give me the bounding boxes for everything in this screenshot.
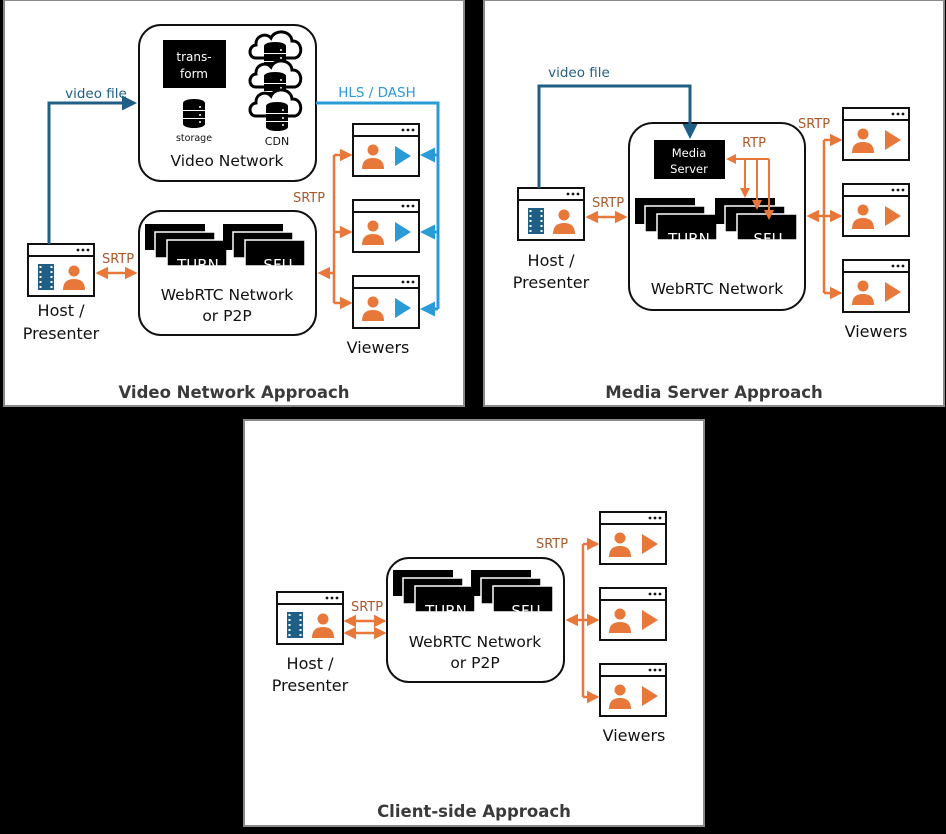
viewer-srtp-label: SRTP <box>798 117 830 132</box>
rtp-label: RTP <box>742 136 766 151</box>
host-label-2: Presenter <box>23 324 100 343</box>
viewer-2 <box>599 587 667 641</box>
host-srtp-label: SRTP <box>351 600 383 615</box>
media-server-label-1: Media <box>672 146 707 160</box>
sfu-label: SFU <box>263 256 292 274</box>
host-presenter-icon <box>517 187 585 241</box>
video-file-label: video file <box>65 86 127 102</box>
hls-dash-edge <box>316 101 440 309</box>
viewer-3 <box>842 259 910 313</box>
viewer-3 <box>599 663 667 717</box>
viewer-1 <box>352 123 420 177</box>
panel-client-side: TURN SFU WebRTC Network or P2P Host / Pr… <box>243 419 705 827</box>
panel-title: Media Server Approach <box>605 383 823 402</box>
sfu-label: SFU <box>511 602 540 620</box>
webrtc-label-2: or P2P <box>450 654 499 672</box>
cdn-label: CDN <box>265 135 289 148</box>
viewer-2 <box>352 199 420 253</box>
transform-label-1: trans- <box>176 50 211 64</box>
viewers-label: Viewers <box>603 726 666 745</box>
cdn-icon <box>248 30 303 131</box>
transform-label-2: form <box>180 67 208 81</box>
host-srtp-label: SRTP <box>102 252 134 267</box>
viewers-label: Viewers <box>347 338 410 357</box>
host-presenter-icon <box>27 243 95 297</box>
video-file-label: video file <box>548 65 610 81</box>
media-server-label-2: Server <box>670 162 708 176</box>
host-label-1: Host / <box>287 654 335 673</box>
webrtc-label-1: WebRTC Network <box>409 633 541 651</box>
viewer-3 <box>352 275 420 329</box>
panel-title: Client-side Approach <box>377 802 571 821</box>
video-file-edge <box>47 95 137 244</box>
webrtc-label-1: WebRTC Network <box>651 280 783 298</box>
host-label-2: Presenter <box>513 273 590 292</box>
viewers-label: Viewers <box>845 322 908 341</box>
panel-video-network: trans- form storage CDN Video Network TU… <box>3 0 465 407</box>
panel-title: Video Network Approach <box>118 383 349 402</box>
viewer-1 <box>599 511 667 565</box>
hls-dash-label: HLS / DASH <box>338 85 416 101</box>
turn-label: TURN <box>424 602 467 620</box>
transform-box <box>163 40 226 88</box>
turn-label: TURN <box>667 230 710 248</box>
webrtc-label-2: or P2P <box>202 307 251 325</box>
viewer-srtp-label: SRTP <box>293 191 325 206</box>
host-label-1: Host / <box>38 301 86 320</box>
storage-icon <box>183 99 205 128</box>
host-label-2: Presenter <box>272 676 349 695</box>
turn-label: TURN <box>176 256 219 274</box>
host-label-1: Host / <box>528 251 576 270</box>
panel-media-server: Media Server TURN SFU WebRTC Network RTP… <box>483 0 945 407</box>
viewer-1 <box>842 107 910 161</box>
video-file-edge <box>537 84 698 188</box>
video-network-label: Video Network <box>170 152 283 170</box>
host-srtp-label: SRTP <box>592 196 624 211</box>
webrtc-label-1: WebRTC Network <box>161 286 293 304</box>
sfu-label: SFU <box>753 230 782 248</box>
media-server-box <box>654 140 725 179</box>
viewer-2 <box>842 183 910 237</box>
storage-label: storage <box>176 133 212 144</box>
viewer-srtp-label: SRTP <box>536 537 568 552</box>
host-presenter-icon <box>276 591 344 645</box>
